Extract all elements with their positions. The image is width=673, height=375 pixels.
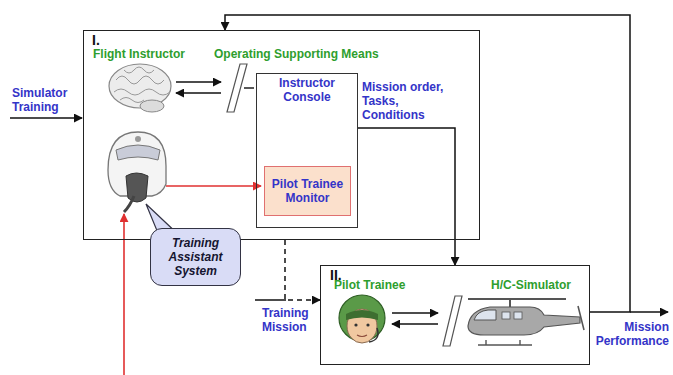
role-label: Operating Supporting Means (214, 47, 379, 61)
flow-label: Simulator Training (12, 86, 78, 114)
role-label: H/C-Simulator (491, 278, 571, 292)
subsystem-frame: II.Pilot TraineeH/C-Simulator (320, 265, 590, 365)
flow-connector (285, 240, 320, 300)
interaction-arrows (392, 296, 462, 346)
callout-bubble: Training Assistant System (150, 228, 241, 286)
edge-label: Mission order, Tasks, Conditions (362, 80, 462, 122)
interaction-arrows (176, 64, 254, 112)
box-title: Instructor Console (257, 74, 357, 106)
brain-illustration (109, 64, 171, 112)
box-title: Pilot Trainee Monitor (265, 175, 350, 207)
flow-label: Mission Performance (589, 320, 669, 348)
signal-lines (124, 186, 261, 375)
flow-connector (358, 128, 455, 265)
input-arrows (10, 118, 668, 312)
role-label: Flight Instructor (93, 47, 185, 61)
helmet-illustration (108, 132, 166, 212)
subsystem-frame: I.Flight Instructor Operating Supporting … (83, 30, 480, 240)
section-number: I. (92, 33, 100, 47)
pilot-illustration (339, 295, 385, 343)
callout-text: Training Assistant System (151, 234, 240, 280)
console-box: Instructor ConsolePilot Trainee Monitor (256, 73, 358, 228)
helicopter-illustration (468, 299, 584, 345)
monitor-box: Pilot Trainee Monitor (264, 166, 351, 216)
flow-label: Training Mission (262, 306, 318, 334)
role-label: Pilot Trainee (334, 278, 405, 292)
